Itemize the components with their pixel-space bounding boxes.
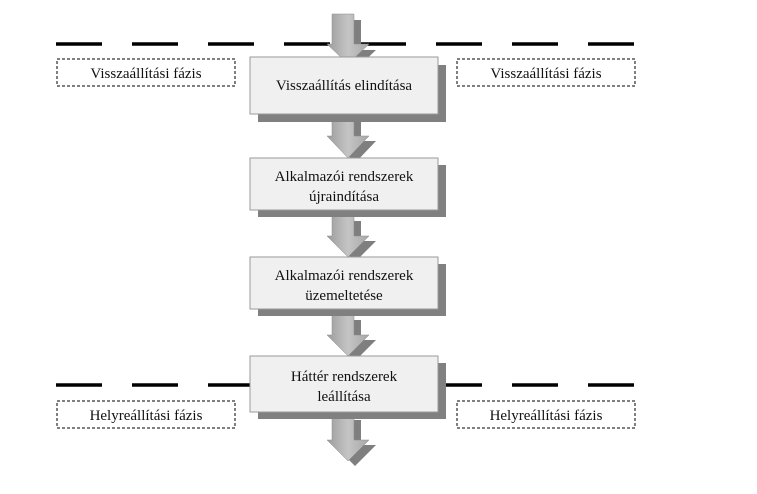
step-2-label-line-1: Alkalmazói rendszerek <box>275 169 414 185</box>
step-2-label-line-2: újraindítása <box>309 189 379 205</box>
phase-label-text: Helyreállítási fázis <box>90 408 203 424</box>
step-box-1: Visszaállítás elindítása <box>249 56 446 122</box>
phase-label-top-left: Visszaállítási fázis <box>56 58 236 87</box>
phase-label-bottom-left: Helyreállítási fázis <box>56 400 236 429</box>
step-4-label-line-1: Háttér rendszerek <box>291 369 398 385</box>
connector-arrow <box>326 314 370 357</box>
step-box-frame <box>249 256 439 310</box>
phase-label-text: Visszaállítási fázis <box>490 66 601 82</box>
step-box-4: Háttér rendszerek leállítása <box>249 355 446 419</box>
step-box-frame <box>249 157 439 211</box>
connector-arrow <box>326 414 370 462</box>
phase-label-top-right: Visszaállítási fázis <box>456 58 636 87</box>
step-box-frame <box>249 355 439 413</box>
step-3-label-line-2: üzemeltetése <box>305 288 383 304</box>
step-box-3: Alkalmazói rendszerek üzemeltetése <box>249 256 446 316</box>
step-4-label-line-2: leállítása <box>317 389 371 405</box>
step-box-frame <box>249 56 439 115</box>
phase-label-text: Visszaállítási fázis <box>90 66 201 82</box>
step-box-2: Alkalmazói rendszerek újraindítása <box>249 157 446 217</box>
connector-arrow <box>326 13 370 65</box>
step-3-label-line-1: Alkalmazói rendszerek <box>275 268 414 284</box>
phase-label-text: Helyreállítási fázis <box>490 408 603 424</box>
step-1-label: Visszaállítás elindítása <box>276 78 412 94</box>
phase-label-bottom-right: Helyreállítási fázis <box>456 400 636 429</box>
connector-arrow <box>326 215 370 258</box>
